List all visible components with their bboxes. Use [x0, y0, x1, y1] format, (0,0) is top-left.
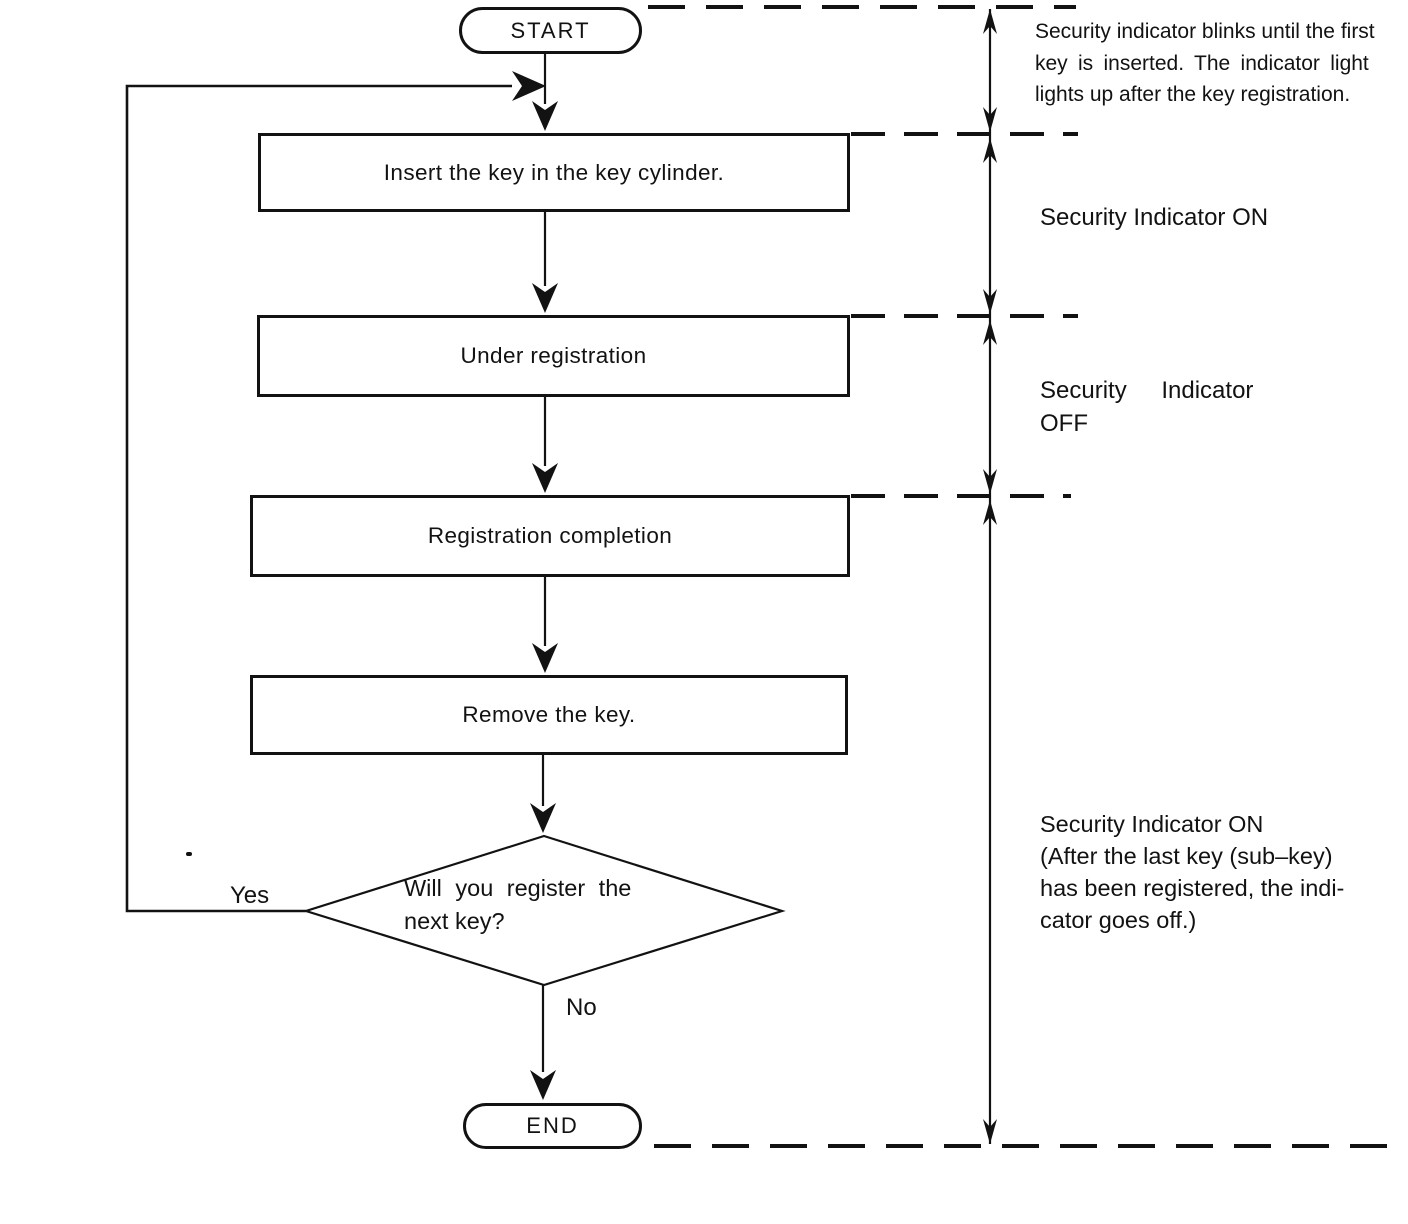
- down-arrowhead-icon: [532, 283, 558, 313]
- annotation-indicator-on-last-key: Security Indicator ON (After the last ke…: [1040, 808, 1344, 936]
- dim-down-arrowhead-icon: [983, 1119, 997, 1144]
- down-arrowhead-icon: [530, 803, 556, 833]
- scan-artifact-dot: [186, 852, 192, 856]
- loop-back-line: [125, 84, 512, 913]
- dim-up-arrowhead-icon: [983, 320, 997, 345]
- decision-question-line1: Will you register the: [404, 875, 632, 901]
- process-label: Under registration: [460, 343, 647, 368]
- annotation-line: Security Indicator ON: [1040, 811, 1264, 837]
- annotation-line: key is inserted. The indicator light: [1035, 51, 1369, 75]
- annotation-indicator-on: Security Indicator ON: [1040, 204, 1268, 232]
- annotation-line: Security Indicator: [1040, 377, 1254, 404]
- annotation-line: cator goes off.): [1040, 907, 1197, 933]
- process-box-insert-key: Insert the key in the key cylinder.: [258, 133, 850, 212]
- dim-down-arrowhead-icon: [983, 107, 997, 132]
- yes-branch-label: Yes: [230, 882, 270, 909]
- start-node: START: [459, 7, 642, 54]
- decision-diamond-shape: [302, 834, 786, 987]
- dim-down-arrowhead-icon: [983, 289, 997, 314]
- start-label: START: [510, 17, 591, 43]
- process-box-registration-completion: Registration completion: [250, 495, 850, 577]
- annotation-line: (After the last key (sub–key): [1040, 843, 1333, 869]
- dim-down-arrowhead-icon: [983, 469, 997, 494]
- annotation-line: Security indicator blinks until the firs…: [1035, 20, 1375, 43]
- decision-question-line2: next key?: [404, 908, 505, 934]
- no-branch-label: No: [566, 994, 597, 1021]
- end-label: END: [526, 1113, 579, 1138]
- dim-up-arrowhead-icon: [983, 138, 997, 163]
- process-label: Remove the key.: [462, 702, 636, 727]
- process-box-remove-key: Remove the key.: [250, 675, 848, 755]
- dim-up-arrowhead-icon: [983, 500, 997, 525]
- annotation-line: OFF: [1040, 410, 1088, 437]
- decision-question: Will you register the next key?: [404, 872, 631, 938]
- annotation-line: lights up after the key registration.: [1035, 83, 1351, 106]
- loop-arrowhead-icon: [512, 71, 546, 101]
- dim-up-arrowhead-icon: [983, 9, 997, 34]
- down-arrowhead-icon: [530, 1070, 556, 1100]
- annotation-indicator-off: Security Indicator OFF: [1040, 374, 1253, 440]
- end-node: END: [463, 1103, 642, 1149]
- annotation-line: Security Indicator ON: [1040, 204, 1269, 231]
- process-box-under-registration: Under registration: [257, 315, 850, 397]
- process-label: Insert the key in the key cylinder.: [383, 159, 725, 185]
- down-arrowhead-icon: [532, 463, 558, 493]
- down-arrowhead-icon: [532, 643, 558, 673]
- annotation-line: has been registered, the indi-: [1040, 875, 1345, 901]
- process-label: Registration completion: [427, 523, 673, 548]
- down-arrowhead-icon: [532, 101, 558, 131]
- annotation-blink-note: Security indicator blinks until the firs…: [1035, 16, 1375, 111]
